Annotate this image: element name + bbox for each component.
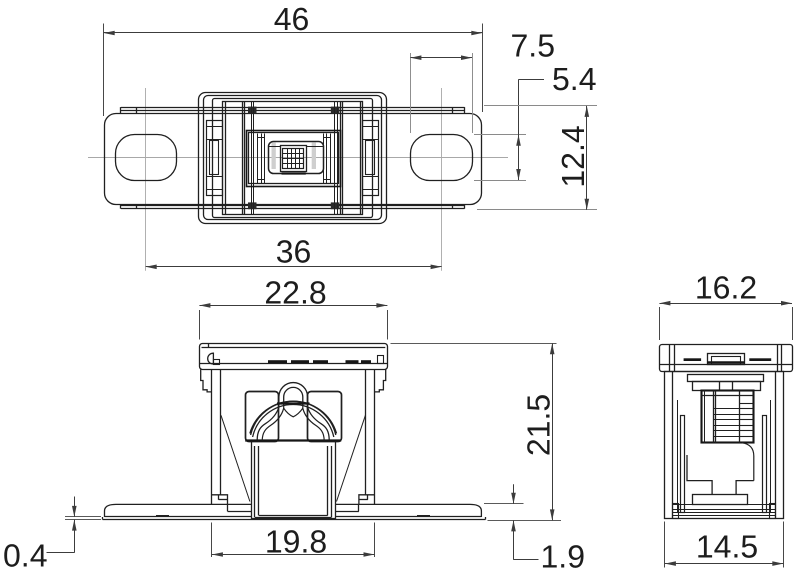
svg-text:22.8: 22.8 xyxy=(264,274,326,310)
svg-text:7.5: 7.5 xyxy=(511,28,555,64)
svg-text:36: 36 xyxy=(276,234,312,270)
svg-text:14.5: 14.5 xyxy=(696,529,758,565)
svg-text:0.4: 0.4 xyxy=(3,538,47,574)
svg-text:12.4: 12.4 xyxy=(555,125,591,187)
svg-text:1.9: 1.9 xyxy=(541,539,585,575)
svg-text:46: 46 xyxy=(274,1,310,37)
svg-text:16.2: 16.2 xyxy=(695,269,757,305)
svg-text:21.5: 21.5 xyxy=(520,394,556,456)
svg-text:5.4: 5.4 xyxy=(552,61,596,97)
svg-text:19.8: 19.8 xyxy=(265,524,327,560)
